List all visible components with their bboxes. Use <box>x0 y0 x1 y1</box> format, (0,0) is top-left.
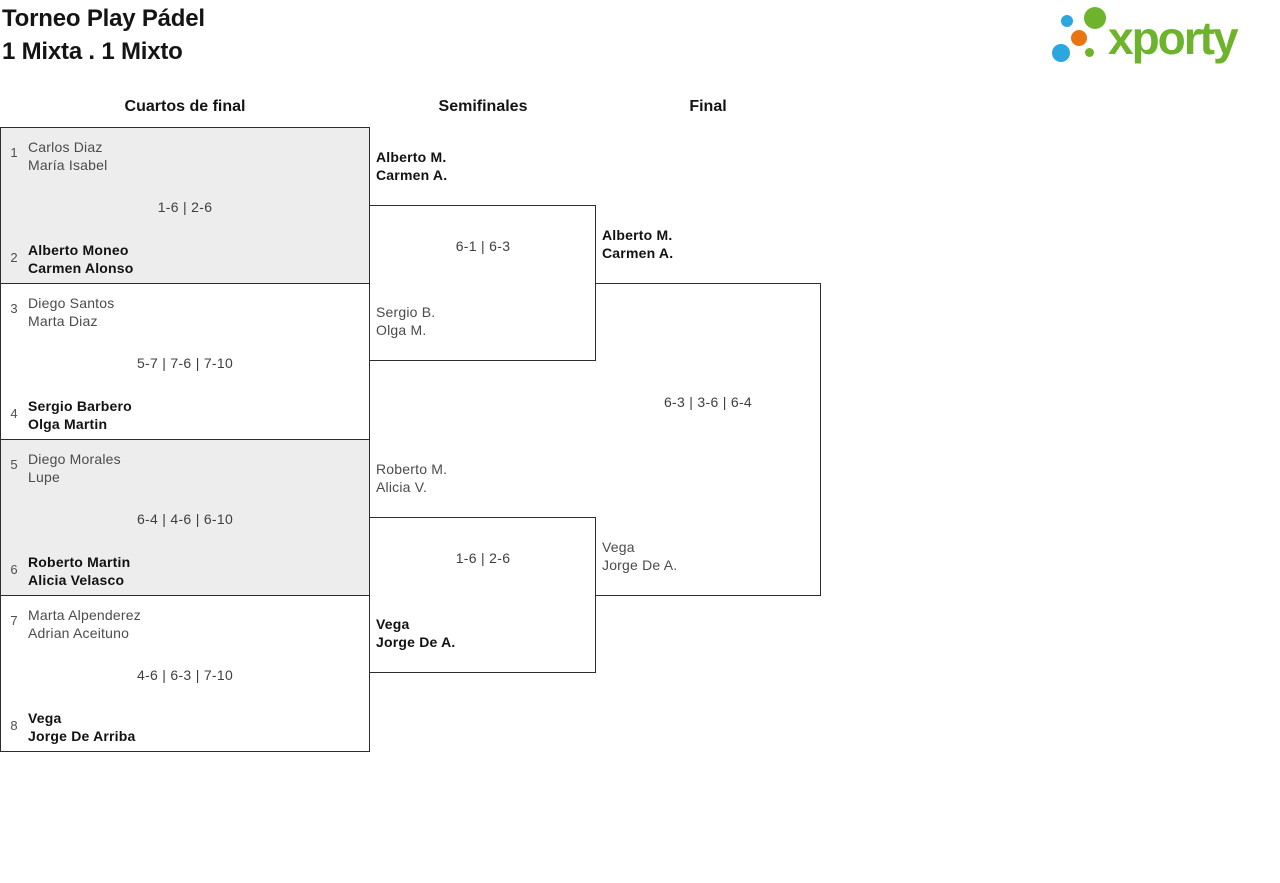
player-name: Lupe <box>28 469 60 485</box>
column-header-final: Final <box>689 98 727 115</box>
player-name: Vega <box>376 616 410 632</box>
team-pair: Sergio Barbero Olga Martin <box>28 397 132 433</box>
player-name: Marta Diaz <box>28 313 98 329</box>
team-pair: Vega Jorge De Arriba <box>28 709 136 745</box>
team-pair: Diego Morales Lupe <box>28 450 121 486</box>
match-score: 4-6 | 6-3 | 7-10 <box>136 667 234 683</box>
player-name: Alicia V. <box>376 479 428 495</box>
logo-brand-text: xporty <box>1108 12 1239 64</box>
player-name: Diego Morales <box>28 451 121 467</box>
column-header-quarterfinals: Cuartos de final <box>124 98 246 115</box>
player-name: Roberto Martin <box>28 554 131 570</box>
seed-number: 1 <box>10 145 18 160</box>
match-final-box <box>595 283 821 596</box>
player-name: Carmen Alonso <box>28 260 134 276</box>
seed-number: 5 <box>10 457 18 472</box>
logo-dot-green-large-icon <box>1084 7 1106 29</box>
logo-dot-blue-large-icon <box>1052 44 1070 62</box>
team-pair: Roberto M. Alicia V. <box>376 460 447 496</box>
player-name: Carmen A. <box>602 245 674 261</box>
team-pair: Alberto M. Carmen A. <box>376 148 447 184</box>
seed-number: 3 <box>10 301 18 316</box>
player-name: Adrian Aceituno <box>28 625 130 641</box>
team-pair: Vega Jorge De A. <box>376 615 455 651</box>
player-name: Jorge De A. <box>376 634 456 650</box>
player-name: Vega <box>602 539 635 555</box>
team-pair: Sergio B. Olga M. <box>376 303 435 339</box>
player-name: María Isabel <box>28 157 108 173</box>
match-quarterfinal-1: 1 Carlos Diaz María Isabel 1-6 | 2-6 Alb… <box>0 127 370 284</box>
team-pair: Marta Alpenderez Adrian Aceituno <box>28 606 141 642</box>
logo-dot-green-small-icon <box>1085 48 1094 57</box>
player-name: Marta Alpenderez <box>28 607 141 623</box>
player-name: Alberto M. <box>376 149 447 165</box>
seed-number: 6 <box>10 562 18 577</box>
match-score: 6-3 | 3-6 | 6-4 <box>663 394 753 410</box>
player-name: Carlos Diaz <box>28 139 103 155</box>
match-quarterfinal-4: 7 Marta Alpenderez Adrian Aceituno 4-6 |… <box>0 595 370 752</box>
player-name: Carmen A. <box>376 167 448 183</box>
player-name: Alberto Moneo <box>28 242 129 258</box>
tournament-title: Torneo Play Pádel <box>2 5 205 32</box>
seed-number: 7 <box>10 613 18 628</box>
team-pair: Carlos Diaz María Isabel <box>28 138 107 174</box>
player-name: Jorge De A. <box>602 557 678 573</box>
logo-dot-orange-icon <box>1071 30 1087 46</box>
seed-number: 2 <box>10 250 18 265</box>
player-name: Olga M. <box>376 322 427 338</box>
logo-dot-blue-small-icon <box>1061 15 1073 27</box>
player-name: Alberto M. <box>602 227 673 243</box>
player-name: Alicia Velasco <box>28 572 125 588</box>
match-score: 5-7 | 7-6 | 7-10 <box>136 355 234 371</box>
column-header-semifinals: Semifinales <box>438 98 528 115</box>
player-name: Diego Santos <box>28 295 115 311</box>
match-score: 1-6 | 2-6 <box>157 199 213 215</box>
team-pair: Vega Jorge De A. <box>602 538 677 574</box>
match-score: 6-4 | 4-6 | 6-10 <box>136 511 234 527</box>
match-quarterfinal-2: 3 Diego Santos Marta Diaz 5-7 | 7-6 | 7-… <box>0 283 370 440</box>
page-title-block: Torneo Play Pádel 1 Mixta . 1 Mixto <box>2 2 205 68</box>
seed-number: 4 <box>10 406 18 421</box>
match-quarterfinal-3: 5 Diego Morales Lupe 6-4 | 4-6 | 6-10 Ro… <box>0 439 370 596</box>
team-pair: Alberto Moneo Carmen Alonso <box>28 241 134 277</box>
player-name: Vega <box>28 710 62 726</box>
player-name: Roberto M. <box>376 461 448 477</box>
match-score: 1-6 | 2-6 <box>455 550 511 566</box>
player-name: Jorge De Arriba <box>28 728 136 744</box>
player-name: Sergio B. <box>376 304 436 320</box>
team-pair: Alberto M. Carmen A. <box>602 226 673 262</box>
category-subtitle: 1 Mixta . 1 Mixto <box>2 38 183 65</box>
team-pair: Diego Santos Marta Diaz <box>28 294 114 330</box>
match-score: 6-1 | 6-3 <box>455 238 511 254</box>
seed-number: 8 <box>10 718 18 733</box>
player-name: Olga Martin <box>28 416 108 432</box>
team-pair: Roberto Martin Alicia Velasco <box>28 553 130 589</box>
player-name: Sergio Barbero <box>28 398 132 414</box>
